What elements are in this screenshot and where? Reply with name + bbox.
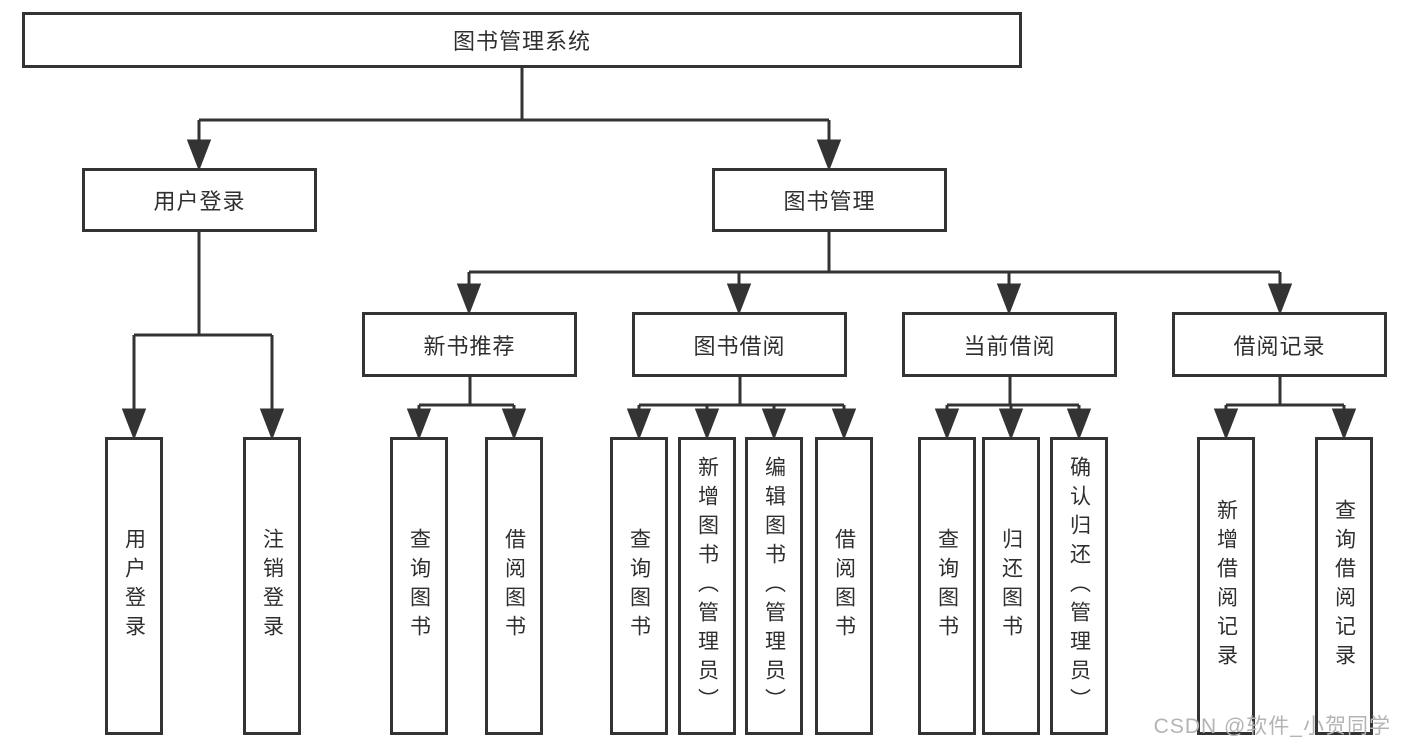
node-borrowing-records: 借阅记录	[1172, 312, 1387, 377]
connector-book-borrow-to-leaves	[626, 377, 857, 441]
leaf-add-books-admin: 新增图书（管理员）	[678, 437, 736, 735]
leaf-borrow-books-recommend: 借阅图书	[485, 437, 543, 735]
connector-root-to-level2	[186, 68, 842, 172]
node-book-borrowing: 图书借阅	[632, 312, 847, 377]
leaf-add-borrow-record: 新增借阅记录	[1197, 437, 1255, 735]
leaf-query-books-recommend: 查询图书	[390, 437, 448, 735]
arrowhead	[726, 283, 752, 316]
leaf-query-books-borrow: 查询图书	[610, 437, 668, 735]
arrowhead	[1267, 283, 1293, 316]
arrowhead	[259, 408, 285, 441]
arrowhead	[121, 408, 147, 441]
arrowhead	[934, 408, 960, 441]
arrowhead	[694, 408, 720, 441]
leaf-query-books-current: 查询图书	[918, 437, 976, 735]
leaf-return-books: 归还图书	[982, 437, 1040, 735]
leaf-user-login: 用户登录	[105, 437, 163, 735]
leaf-query-borrow-record: 查询借阅记录	[1315, 437, 1373, 735]
connector-current-borrow-to-leaves	[934, 377, 1092, 441]
node-root-library-system: 图书管理系统	[22, 12, 1022, 68]
arrowhead	[501, 408, 527, 441]
arrowhead	[831, 408, 857, 441]
arrowhead	[761, 408, 787, 441]
node-new-book-recommendation: 新书推荐	[362, 312, 577, 377]
node-current-borrowing: 当前借阅	[902, 312, 1117, 377]
connector-user-login-to-leaves	[121, 232, 285, 441]
leaf-confirm-return-admin: 确认归还（管理员）	[1050, 437, 1108, 735]
csdn-watermark: CSDN @软件_小贺同学	[1153, 715, 1391, 738]
arrowhead	[456, 283, 482, 316]
arrowhead	[996, 283, 1022, 316]
arrowhead	[626, 408, 652, 441]
leaf-edit-books-admin: 编辑图书（管理员）	[745, 437, 803, 735]
connector-new-books-to-leaves	[406, 377, 527, 441]
connector-borrow-records-to-leaves	[1213, 377, 1357, 441]
leaf-borrow-books: 借阅图书	[815, 437, 873, 735]
arrowhead	[1331, 408, 1357, 441]
arrowhead	[186, 139, 212, 172]
node-book-management: 图书管理	[712, 168, 947, 232]
arrowhead	[1213, 408, 1239, 441]
connector-book-management-to-level3	[456, 232, 1293, 316]
arrowhead	[998, 408, 1024, 441]
leaf-logout: 注销登录	[243, 437, 301, 735]
arrowhead	[1066, 408, 1092, 441]
node-user-login: 用户登录	[82, 168, 317, 232]
arrowhead	[406, 408, 432, 441]
arrowhead	[816, 139, 842, 172]
